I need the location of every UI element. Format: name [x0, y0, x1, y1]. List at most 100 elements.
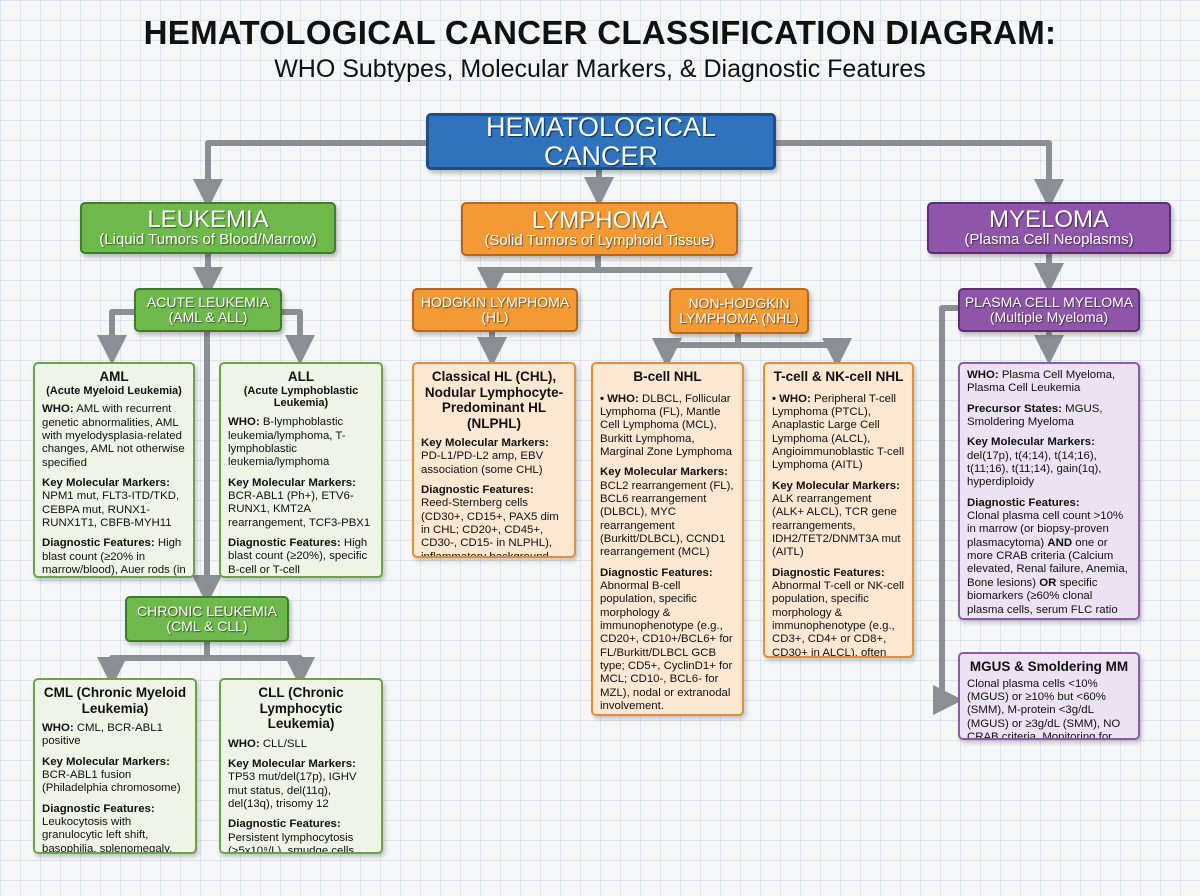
myeloma-sub: (Plasma Cell Neoplasms) — [964, 231, 1134, 249]
hodgkin-node: HODGKIN LYMPHOMA (HL) — [412, 288, 578, 332]
cll-title: CLL (Chronic Lymphocytic Leukemia) — [258, 685, 344, 732]
b-cell-nhl-card: B-cell NHL • WHO: DLBCL, Follicular Lymp… — [591, 362, 744, 716]
connector-lymphoma-nhl — [595, 267, 753, 297]
leukemia-name: LEUKEMIA — [147, 206, 269, 234]
hodgkin-sub: (HL) — [481, 308, 509, 325]
all-who-label: WHO: — [228, 416, 260, 429]
all-subtitle: (Acute Lymphoblastic Leukemia) — [243, 384, 359, 410]
all-who: B-lymphoblastic leukemia/lymphoma, T-lym… — [228, 416, 346, 469]
myeloma-name: MYELOMA — [988, 206, 1110, 234]
cll-who-label: WHO: — [228, 737, 260, 750]
cml-markers: BCR-ABL1 fusion (Philadelphia chromosome… — [42, 769, 181, 795]
pcm-markers-label: Key Molecular Markers: — [967, 436, 1095, 449]
t-cell-nhl-card: T-cell & NK-cell NHL • WHO: Peripheral T… — [763, 362, 914, 658]
tcell-who: Peripheral T-cell Lymphoma (PTCL), Anapl… — [772, 392, 905, 472]
nonhodgkin-sub: LYMPHOMA (NHL) — [679, 309, 799, 326]
diagram-title: HEMATOLOGICAL CANCER CLASSIFICATION DIAG… — [143, 14, 1057, 51]
bcell-markers: BCL2 rearrangement (FL), BCL6 rearrangem… — [600, 479, 734, 559]
pcm-sub: (Multiple Myeloma) — [989, 308, 1109, 325]
cll-markers-label: Key Molecular Markers: — [228, 757, 356, 770]
pcm-who: Plasma Cell Myeloma, Plasma Cell Leukemi… — [967, 369, 1116, 395]
tcell-who-label: • WHO: — [772, 392, 811, 405]
connector-chronic-cll — [204, 655, 315, 687]
connector-root-leukemia — [193, 140, 431, 209]
lymphoma-sub: (Solid Tumors of Lymphoid Tissue) — [484, 232, 715, 250]
aml-markers-label: Key Molecular Markers: — [42, 477, 170, 490]
all-title: ALL — [287, 369, 315, 384]
lymphoma-node: LYMPHOMA (Solid Tumors of Lymphoid Tissu… — [461, 202, 738, 256]
pcm-who-label: WHO: — [967, 369, 999, 381]
all-diag-label: Diagnostic Features: — [228, 536, 341, 549]
all-markers: BCR-ABL1 (Ph+), ETV6-RUNX1, KMT2A rearra… — [228, 489, 371, 529]
cml-markers-label: Key Molecular Markers: — [42, 755, 170, 768]
bcell-title: B-cell NHL — [633, 369, 702, 384]
tcell-markers-label: Key Molecular Markers: — [772, 479, 900, 492]
acute-sub: (AML & ALL) — [168, 308, 248, 325]
pcm-markers: del(17p), t(4;14), t(14;16), t(11;16), t… — [967, 449, 1102, 489]
pcm-name: PLASMA CELL MYELOMA — [964, 293, 1134, 310]
connector-pcm-mgus — [933, 305, 963, 715]
aml-subtitle: (Acute Myeloid Leukemia) — [46, 384, 182, 397]
pcm-and-label: AND — [1047, 536, 1073, 549]
bcell-diag: Abnormal B-cell population, specific mor… — [600, 579, 733, 713]
cll-who: CLL/SLL — [262, 737, 308, 750]
non-hodgkin-node: NON-HODGKIN LYMPHOMA (NHL) — [669, 288, 809, 334]
pcm-diag-a: Clonal plasma cell count >10% in marrow … — [967, 510, 1124, 549]
root-node: HEMATOLOGICAL CANCER — [426, 113, 776, 170]
aml-card: AML (Acute Myeloid Leukemia) WHO: AML wi… — [33, 362, 195, 578]
cml-diag-label: Diagnostic Features: — [42, 802, 155, 815]
aml-who: AML with recurrent genetic abnormalities… — [42, 403, 185, 469]
aml-diag: High blast count (≥20% in marrow/blood),… — [42, 537, 186, 577]
diagram-subtitle: WHO Subtypes, Molecular Markers, & Diagn… — [274, 55, 926, 83]
connector-nhl-bcell — [652, 331, 741, 368]
acute-leukemia-node: ACUTE LEUKEMIA (AML & ALL) — [134, 288, 282, 332]
all-diag: High blast count (≥20%), specific B-cell… — [228, 536, 368, 576]
connector-acute-all — [277, 309, 315, 365]
cll-card: CLL (Chronic Lymphocytic Leukemia) WHO: … — [219, 678, 383, 854]
plasma-cell-myeloma-node: PLASMA CELL MYELOMA (Multiple Myeloma) — [958, 288, 1140, 332]
pcm-diag-c: specific biomarkers (≥60% clonal plasma … — [967, 576, 1119, 618]
chronic-name: CHRONIC LEUKEMIA — [136, 602, 278, 619]
pcm-precursor-label: Precursor States: — [967, 402, 1062, 415]
cml-card: CML (Chronic Myeloid Leukemia) WHO: CML,… — [33, 678, 197, 854]
plasma-cell-myeloma-card: WHO: Plasma Cell Myeloma, Plasma Cell Le… — [958, 362, 1140, 620]
cml-diag: Leukocytosis with granulocytic left shif… — [42, 816, 173, 854]
bcell-who-label: • WHO: — [600, 392, 639, 405]
cll-diag-label: Diagnostic Features: — [228, 818, 341, 831]
root-label: HEMATOLOGICAL CANCER — [485, 112, 717, 171]
leukemia-node: LEUKEMIA (Liquid Tumors of Blood/Marrow) — [80, 202, 336, 254]
cml-who-label: WHO: — [42, 722, 74, 735]
connector-nhl-tcell — [735, 338, 852, 368]
tcell-markers: ALK rearrangement (ALK+ ALCL), TCR gene … — [772, 492, 901, 559]
aml-title: AML — [99, 369, 129, 384]
classical-hl-card: Classical HL (CHL), Nodular Lymphocyte-P… — [412, 362, 576, 558]
myeloma-node: MYELOMA (Plasma Cell Neoplasms) — [927, 202, 1171, 254]
chl-diag: Reed-Sternberg cells (CD30+, CD15+, PAX5… — [421, 497, 559, 558]
chronic-leukemia-node: CHRONIC LEUKEMIA (CML & CLL) — [125, 596, 289, 642]
nonhodgkin-name: NON-HODGKIN — [688, 294, 790, 311]
pcm-or-label: OR — [1039, 576, 1057, 589]
cll-markers: TP53 mut/del(17p), IGHV mut status, del(… — [228, 771, 357, 810]
bcell-markers-label: Key Molecular Markers: — [600, 466, 728, 479]
chronic-sub: (CML & CLL) — [166, 617, 248, 634]
cll-diag: Persistent lymphocytosis (>5x10⁹/L), smu… — [228, 831, 358, 854]
mgus-title: MGUS & Smoldering MM — [969, 659, 1129, 674]
mgus-text: Clonal plasma cells <10% (MGUS) or ≥10% … — [967, 677, 1121, 740]
connector-lymphoma-split — [477, 251, 601, 297]
pcm-precursor: MGUS, Smoldering Myeloma — [967, 402, 1103, 429]
chl-markers-label: Key Molecular Markers: — [421, 437, 549, 450]
pcm-diag-label: Diagnostic Features: — [967, 496, 1080, 509]
bcell-diag-label: Diagnostic Features: — [600, 566, 713, 579]
pcm-diag-b: one or more CRAB criteria (Calcium eleva… — [967, 536, 1128, 589]
lymphoma-name: LYMPHOMA — [531, 207, 668, 235]
bcell-who: DLBCL, Follicular Lymphoma (FL), Mantle … — [600, 392, 732, 458]
mgus-card: MGUS & Smoldering MM Clonal plasma cells… — [958, 652, 1140, 740]
aml-who-label: WHO: — [42, 403, 74, 416]
tcell-title: T-cell & NK-cell NHL — [773, 369, 904, 384]
chl-markers: PD-L1/PD-L2 amp, EBV association (some C… — [421, 450, 544, 476]
connector-chronic-cml — [97, 639, 210, 687]
hodgkin-name: HODGKIN LYMPHOMA — [420, 293, 570, 310]
all-markers-label: Key Molecular Markers: — [228, 476, 356, 489]
aml-diag-label: Diagnostic Features: — [42, 537, 155, 550]
acute-name: ACUTE LEUKEMIA — [146, 293, 270, 310]
